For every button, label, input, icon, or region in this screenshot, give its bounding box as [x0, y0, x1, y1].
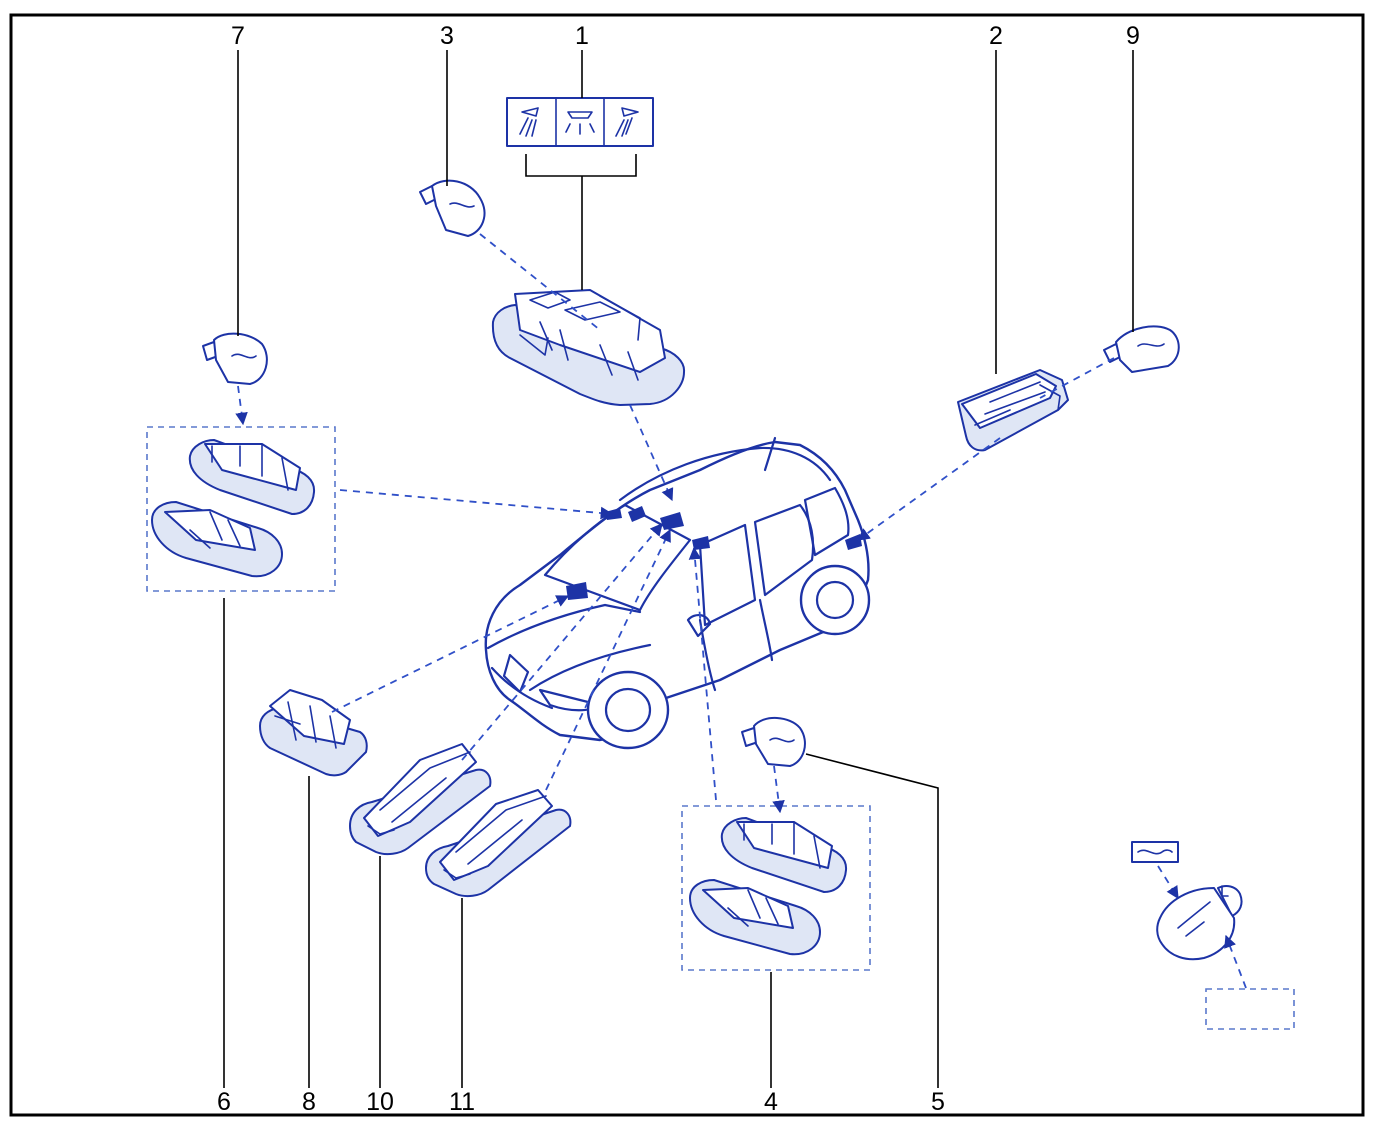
- symbol-panel: [506, 97, 654, 177]
- callout-labels: 1 2 3 4 5 6 7 8 9 10 11: [217, 22, 1140, 1116]
- front-dome-light-unit: [491, 289, 686, 406]
- diagram-frame: [9, 13, 1365, 1117]
- callout-10: 10: [366, 1088, 394, 1116]
- bulb-rating-icon: [1131, 841, 1179, 863]
- lamp-11: [425, 789, 572, 898]
- dome-light-left-icon: [519, 107, 539, 137]
- bulb-5: [741, 717, 806, 767]
- dome-light-right-icon: [615, 107, 639, 137]
- bulb-7: [202, 332, 268, 385]
- assembly-lines: [235, 233, 1247, 989]
- callout-9: 9: [1126, 22, 1140, 50]
- callout-5: 5: [931, 1088, 945, 1116]
- callout-3: 3: [440, 22, 454, 50]
- lamp-6-upper: [188, 439, 316, 515]
- callout-7: 7: [231, 22, 245, 50]
- car-illustration: [484, 436, 871, 750]
- bulb-3: [419, 179, 486, 237]
- lamp-8: [259, 689, 368, 777]
- callout-8: 8: [302, 1088, 316, 1116]
- rear-light-unit: [957, 369, 1069, 452]
- callout-4: 4: [764, 1088, 778, 1116]
- bulb-9: [1103, 325, 1180, 373]
- lamp-6-lower: [151, 501, 283, 578]
- bulb-detail: [1156, 885, 1243, 961]
- callout-11: 11: [449, 1088, 475, 1116]
- callout-1: 1: [575, 22, 589, 50]
- lamp-10: [349, 743, 492, 856]
- bulb-reference-box: [1205, 988, 1295, 1030]
- leader-lines: [223, 50, 1134, 1088]
- callout-2: 2: [989, 22, 1003, 50]
- dome-light-center-icon: [565, 111, 595, 135]
- lamp-4-upper: [720, 817, 848, 893]
- callout-6: 6: [217, 1088, 231, 1116]
- lamp-group-6-box: [146, 426, 336, 592]
- lamp-4-lower: [689, 879, 821, 956]
